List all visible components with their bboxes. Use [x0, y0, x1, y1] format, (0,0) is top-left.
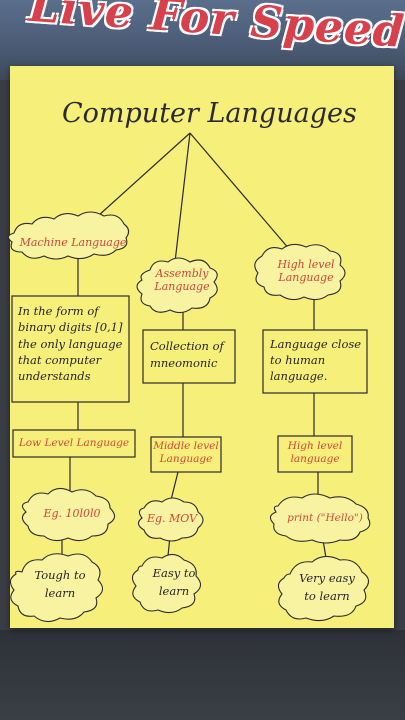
assembly-description-box	[142, 329, 236, 384]
high-level-cloud	[254, 243, 346, 301]
high-example: print ("Hello")	[287, 512, 363, 524]
assembly-level-label: Middle level Language	[153, 440, 219, 465]
machine-example: Eg. 10l0l0	[43, 507, 101, 520]
high-level-language-label: High level Language	[277, 258, 335, 285]
assembly-example-cloud	[137, 497, 204, 542]
machine-level-label: Low Level Language	[18, 437, 130, 449]
high-difficulty-cloud	[277, 555, 370, 622]
connector-title-assembly	[174, 132, 191, 263]
high-description-box	[262, 329, 368, 394]
background-bottom	[0, 630, 405, 720]
machine-difficulty: Tough to learn	[34, 568, 86, 601]
machine-example-cloud	[21, 487, 116, 542]
assembly-difficulty: Easy to learn	[152, 566, 196, 599]
assembly-level-box	[150, 436, 222, 473]
machine-language-label: Machine Language	[19, 236, 127, 249]
high-example-cloud	[269, 493, 371, 544]
diagram-title: Computer Languages	[62, 98, 357, 129]
machine-language-cloud	[7, 211, 130, 260]
machine-difficulty-cloud	[9, 553, 104, 623]
machine-description-box	[11, 295, 130, 403]
high-description: Language close to human language.	[270, 337, 362, 384]
connector-title-machine	[87, 132, 191, 226]
assembly-difficulty-cloud	[131, 553, 202, 614]
assembly-language-label: Assembly Language	[154, 267, 210, 294]
connector-title-high	[189, 132, 291, 251]
assembly-language-cloud	[136, 257, 218, 314]
high-level-box	[277, 435, 353, 473]
assembly-description: Collection of mneomonic	[150, 339, 224, 370]
assembly-example: Eg. MOV	[146, 512, 198, 525]
machine-level-box	[12, 429, 136, 458]
high-level-label: High level language	[287, 440, 343, 465]
high-difficulty: Very easy to learn	[299, 571, 355, 604]
machine-description: In the form of binary digits [0,1] the o…	[18, 304, 123, 384]
